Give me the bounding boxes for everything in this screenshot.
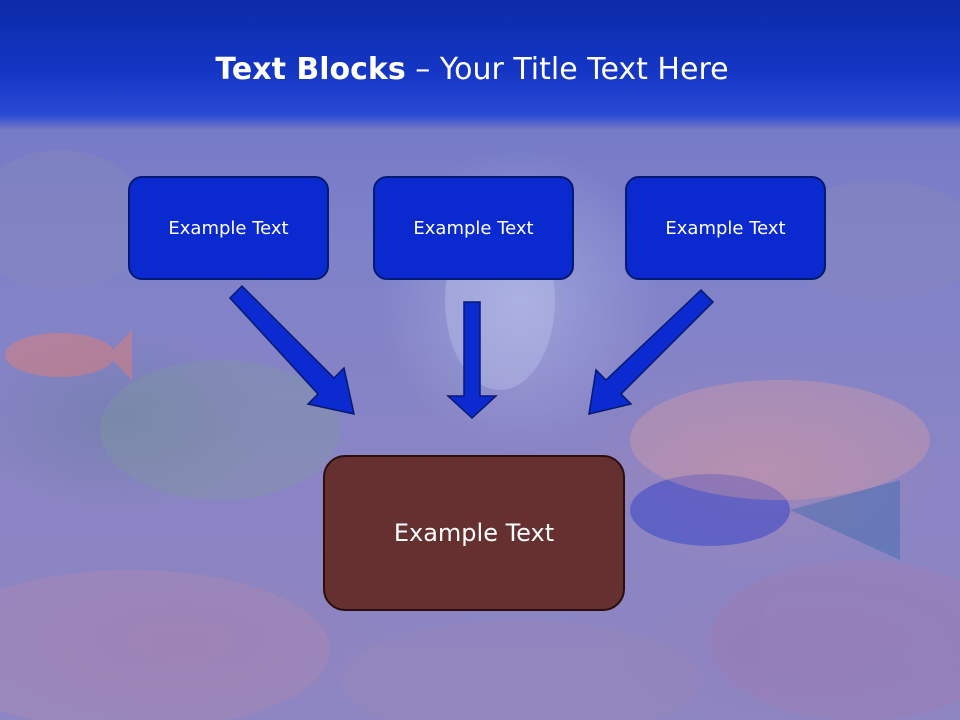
arrow-left <box>228 284 355 415</box>
title-dash: – <box>405 52 440 87</box>
result-block-label: Example Text <box>393 519 555 547</box>
text-block-3-label: Example Text <box>665 217 786 239</box>
text-block-2: Example Text <box>373 176 574 280</box>
arrow-center <box>446 301 498 420</box>
text-block-3: Example Text <box>625 176 826 280</box>
title-band <box>0 0 960 130</box>
result-block: Example Text <box>323 455 625 611</box>
title-rest: Your Title Text Here <box>439 52 729 87</box>
slide-title: Text Blocks – Your Title Text Here <box>0 52 944 87</box>
text-block-2-label: Example Text <box>413 217 534 239</box>
title-bold: Text Blocks <box>215 52 406 87</box>
arrow-right <box>588 288 715 415</box>
text-block-1: Example Text <box>128 176 329 280</box>
text-block-1-label: Example Text <box>168 217 289 239</box>
